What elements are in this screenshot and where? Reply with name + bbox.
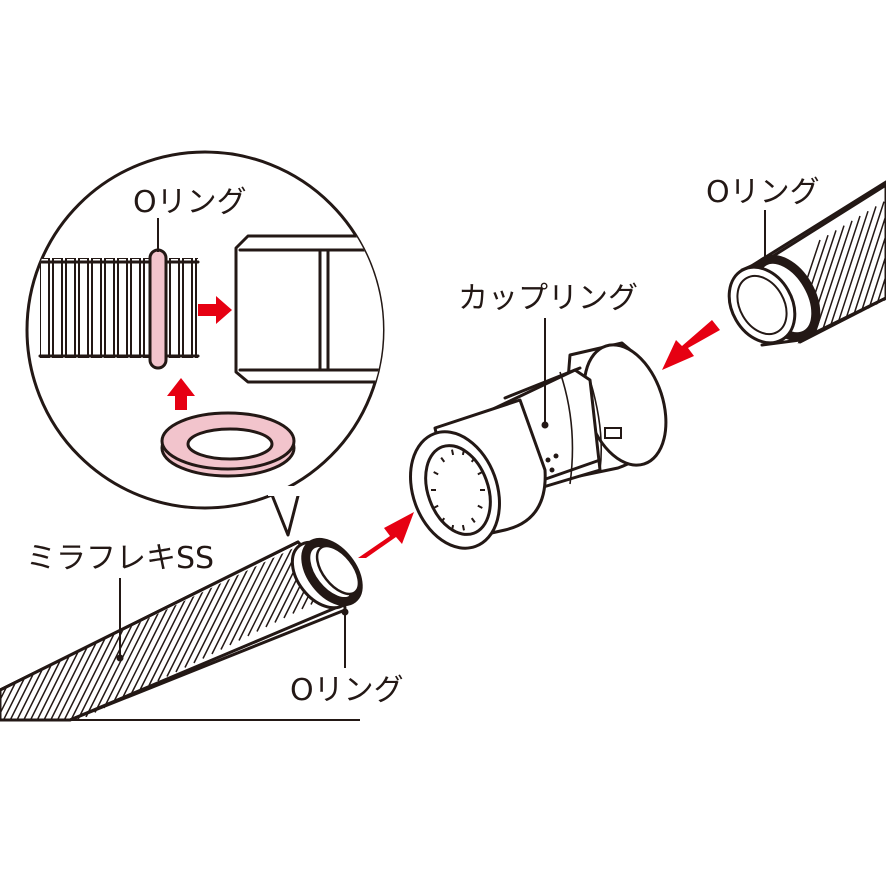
- corrugation-ridge: [835, 206, 877, 330]
- arrow-into-coupling: [358, 512, 414, 558]
- red-block-arrow-icon: [662, 320, 720, 370]
- coupling-tooth: [451, 449, 455, 456]
- red-block-arrow-icon: [167, 378, 195, 410]
- bellows-fold: [52, 258, 63, 358]
- coupling-tooth: [477, 471, 483, 476]
- coupling-label: カップリング: [458, 281, 638, 316]
- corrugation-ridge: [827, 210, 869, 334]
- detail-callout: [25, 150, 385, 537]
- corrugation-ridge: [867, 186, 886, 312]
- bellows-fold: [169, 258, 180, 358]
- corrugation-ridge: [875, 182, 886, 308]
- right-oring-label: Oリング: [706, 175, 820, 210]
- bellows-fold: [182, 258, 193, 358]
- bellows-fold: [40, 258, 50, 358]
- bellows-fold: [117, 258, 128, 358]
- bottom-oring-label: Oリング: [290, 673, 404, 708]
- coupling-tooth: [433, 471, 439, 476]
- coupling-inner-teeth: [431, 449, 485, 531]
- corrugation-ridge: [229, 545, 291, 646]
- coupling-tooth: [470, 457, 476, 463]
- corrugation-ridge: [247, 545, 309, 637]
- detail-oring-label: Oリング: [133, 185, 247, 220]
- corrugation-ridge: [851, 196, 886, 321]
- coupling-tooth: [461, 449, 465, 456]
- bellows-fold: [65, 258, 76, 358]
- right-flexible-pipe: [727, 180, 886, 347]
- left-pipe-corrugation: [0, 545, 345, 720]
- bellows-fold: [130, 258, 141, 358]
- corrugation-ridge: [819, 215, 861, 339]
- coupling-tooth: [451, 524, 455, 531]
- coupling-tooth: [433, 504, 439, 509]
- arrow-from-right-pipe: [662, 320, 720, 370]
- bellows-fold: [195, 258, 198, 358]
- loose-oring: [160, 411, 296, 478]
- detail-pipe-oring: [148, 248, 168, 370]
- coupling-tooth: [477, 504, 483, 509]
- coupling-tooth: [440, 457, 446, 463]
- red-block-arrow-icon: [198, 296, 232, 324]
- corrugation-ridge: [843, 201, 885, 326]
- bellows-fold: [78, 258, 89, 358]
- coupling-tooth: [440, 517, 446, 523]
- right-pipe-corrugation: [779, 180, 886, 345]
- coupling-tooth: [470, 517, 476, 523]
- bellows-fold: [104, 258, 115, 358]
- corrugation-ridge: [238, 545, 300, 641]
- bellows-fold: [91, 258, 102, 358]
- left-flexible-pipe: [0, 538, 363, 722]
- coupling: [409, 341, 668, 550]
- leader-lines: [116, 210, 769, 668]
- corrugation-ridge: [256, 545, 318, 632]
- corrugation-ridge: [859, 191, 886, 317]
- red-block-arrow-icon: [358, 512, 414, 558]
- detail-coupling-socket: [234, 234, 383, 384]
- coupling-tooth: [461, 524, 465, 531]
- pipe-label: ミラフレキSS: [26, 541, 214, 576]
